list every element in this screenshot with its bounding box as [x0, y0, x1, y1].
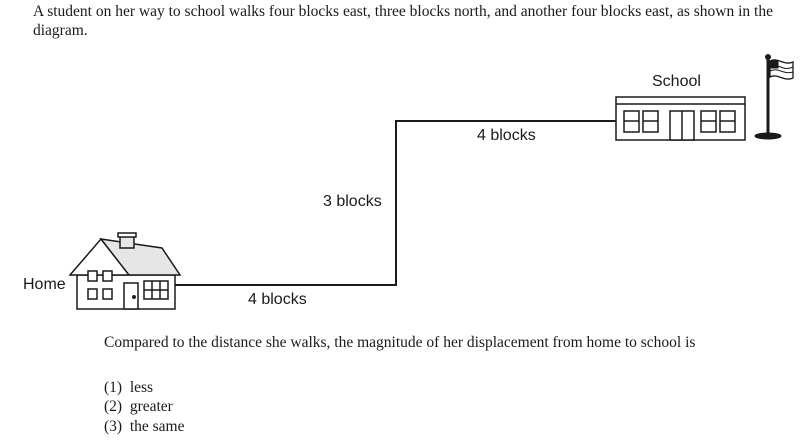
- answer-option-2[interactable]: (2) greater: [104, 398, 173, 416]
- segment-label-north: 3 blocks: [323, 193, 382, 210]
- home-label: Home: [23, 276, 66, 293]
- question-stem: Compared to the distance she walks, the …: [104, 334, 696, 351]
- segment-label-east-second: 4 blocks: [477, 127, 536, 144]
- option-text: greater: [129, 398, 173, 415]
- option-text: the same: [129, 418, 185, 435]
- option-number: (2): [104, 398, 123, 415]
- house-icon: [68, 232, 182, 310]
- option-text: less: [129, 379, 154, 396]
- school-label: School: [652, 73, 701, 90]
- walking-path: [175, 120, 616, 286]
- option-number: (3): [104, 418, 123, 435]
- answer-option-3[interactable]: (3) the same: [104, 418, 185, 436]
- option-number: (1): [104, 379, 123, 396]
- flagpole-icon: [754, 54, 794, 140]
- segment-label-east-first: 4 blocks: [248, 291, 307, 308]
- answer-option-1[interactable]: (1) less: [104, 379, 153, 397]
- school-building-icon: [615, 96, 746, 141]
- problem-intro-text: A student on her way to school walks fou…: [33, 3, 773, 39]
